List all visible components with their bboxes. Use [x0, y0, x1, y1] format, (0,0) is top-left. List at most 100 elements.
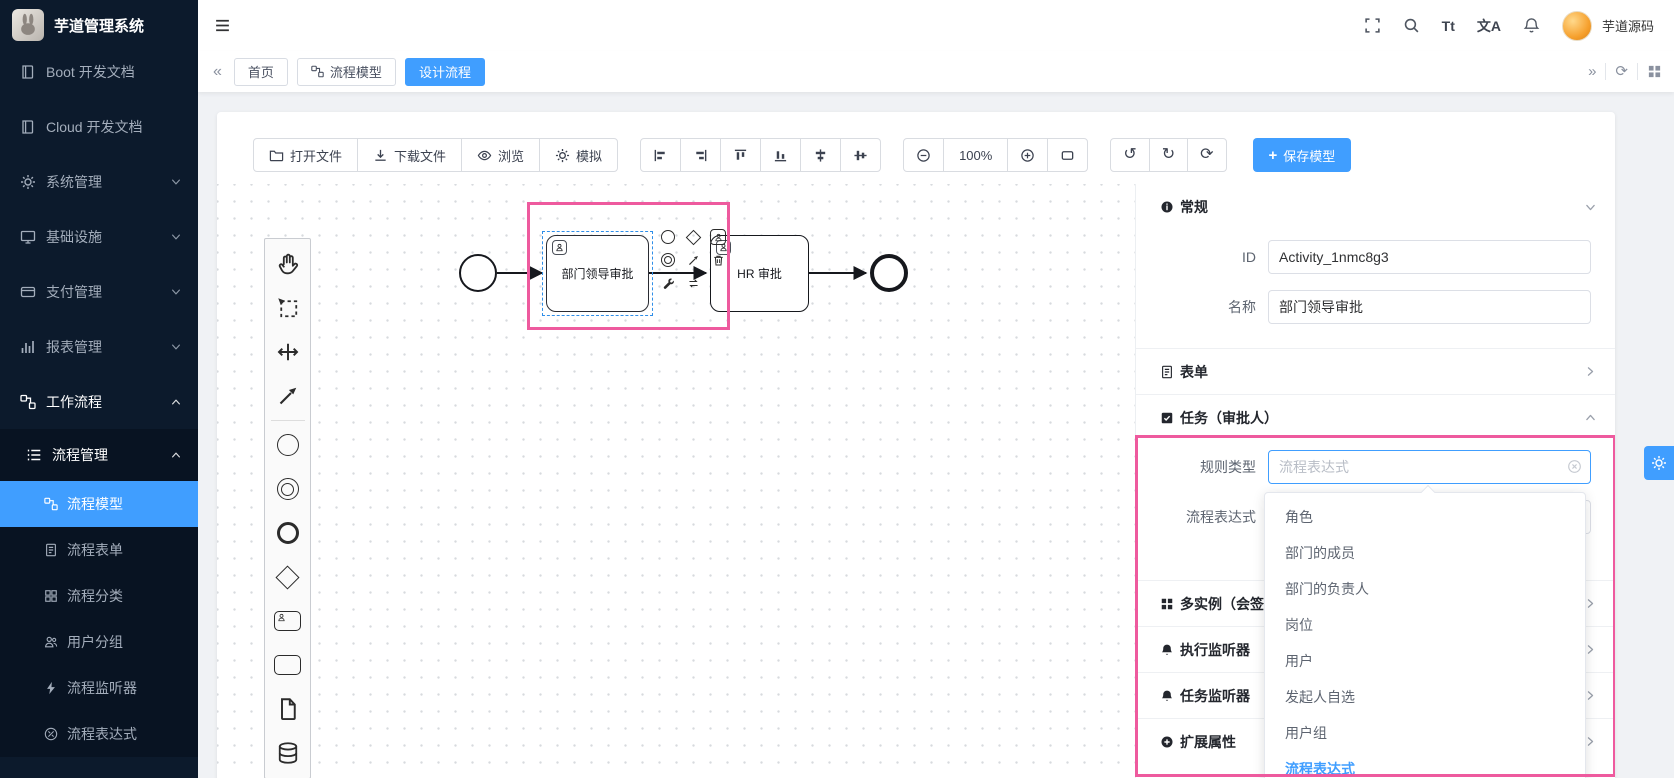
- sidebar-item-system[interactable]: 系统管理: [0, 154, 198, 209]
- wallet-icon: [20, 284, 36, 300]
- create-gateway[interactable]: [265, 555, 310, 599]
- space-tool[interactable]: [265, 330, 310, 374]
- app-logo[interactable]: 芋道管理系统: [0, 0, 198, 44]
- hand-tool[interactable]: [265, 242, 310, 286]
- zoom-out-button[interactable]: [903, 138, 945, 172]
- sidebar-item-process-listener[interactable]: 流程监听器: [0, 665, 198, 711]
- sidebar-item-process-form[interactable]: 流程表单: [0, 527, 198, 573]
- sequence-flows[interactable]: [217, 184, 1117, 404]
- append-task-button[interactable]: [708, 227, 728, 247]
- swap-icon: [687, 277, 700, 290]
- dropdown-option-user-group[interactable]: 用户组: [1285, 725, 1327, 741]
- create-end-event[interactable]: [265, 511, 310, 555]
- zoom-in-button[interactable]: [1007, 138, 1049, 172]
- align-bottom-button[interactable]: [760, 138, 802, 172]
- change-type-button[interactable]: [658, 273, 678, 293]
- append-end-event-button[interactable]: [658, 227, 678, 247]
- field-label: 名称: [1228, 299, 1256, 315]
- lasso-tool[interactable]: [265, 286, 310, 330]
- create-data-store[interactable]: [265, 731, 310, 775]
- dropdown-option-dept-leader[interactable]: 部门的负责人: [1285, 581, 1369, 597]
- settings-fab[interactable]: [1644, 446, 1674, 480]
- username[interactable]: 芋道源码: [1601, 19, 1654, 34]
- task-label: HR 审批: [737, 267, 782, 281]
- append-intermediate-event-button[interactable]: [658, 250, 678, 270]
- general-section-body: ID 名称: [1136, 230, 1615, 348]
- dropdown-option-initiator-select[interactable]: 发起人自选: [1285, 689, 1355, 705]
- fullscreen-icon[interactable]: [1364, 17, 1381, 34]
- bpmn-palette: [264, 238, 311, 778]
- refresh-icon[interactable]: ⟳: [1615, 63, 1628, 80]
- section-task-assignee[interactable]: 任务（审批人）: [1136, 394, 1615, 440]
- avatar[interactable]: [1561, 10, 1592, 41]
- tabs-collapse-left-icon[interactable]: «: [213, 62, 222, 80]
- sidebar-item-infra[interactable]: 基础设施: [0, 209, 198, 264]
- sidebar-item-workflow[interactable]: 工作流程: [0, 374, 198, 429]
- divider: [270, 420, 305, 421]
- sidebar-item-process-expression[interactable]: 流程表达式: [0, 711, 198, 757]
- tab-process-model[interactable]: 流程模型: [296, 57, 396, 86]
- download-file-button[interactable]: 下载文件: [357, 138, 463, 172]
- global-connect-tool[interactable]: [265, 374, 310, 418]
- clear-icon[interactable]: [1567, 459, 1582, 474]
- translate-icon[interactable]: 文A: [1476, 17, 1501, 34]
- task-node-hr[interactable]: HR 审批: [710, 235, 809, 312]
- end-event-node[interactable]: [870, 254, 908, 292]
- field-label: 流程表达式: [1186, 509, 1256, 525]
- dropdown-option-role[interactable]: 角色: [1285, 509, 1313, 525]
- delete-button[interactable]: [708, 250, 728, 270]
- sidebar-item-payment[interactable]: 支付管理: [0, 264, 198, 319]
- tab-home[interactable]: 首页: [233, 57, 288, 86]
- font-size-icon[interactable]: Tt: [1441, 17, 1455, 34]
- open-file-button[interactable]: 打开文件: [253, 138, 359, 172]
- sidebar-item-process-model[interactable]: 流程模型: [0, 481, 198, 527]
- start-event-node[interactable]: [459, 254, 497, 292]
- create-task[interactable]: [265, 643, 310, 687]
- section-form[interactable]: 表单: [1136, 348, 1615, 394]
- sidebar-item-process-mgmt[interactable]: 流程管理: [0, 429, 198, 481]
- align-right-button[interactable]: [680, 138, 722, 172]
- align-left-button[interactable]: [640, 138, 682, 172]
- undo-button[interactable]: ↺: [1110, 138, 1150, 172]
- bpmn-canvas[interactable]: 部门领导审批 HR 审批: [217, 184, 1615, 778]
- create-intermediate-event[interactable]: [265, 467, 310, 511]
- align-center-button[interactable]: [800, 138, 842, 172]
- sidebar-item-process-category[interactable]: 流程分类: [0, 573, 198, 619]
- sidebar-item-report[interactable]: 报表管理: [0, 319, 198, 374]
- sidebar-item-boot-docs[interactable]: Boot 开发文档: [0, 44, 198, 99]
- restart-button[interactable]: ⟳: [1187, 138, 1227, 172]
- connect-icon: [687, 254, 700, 267]
- dropdown-option-user[interactable]: 用户: [1285, 653, 1313, 669]
- dropdown-option-expression[interactable]: 流程表达式: [1285, 761, 1355, 777]
- dropdown-option-dept-member[interactable]: 部门的成员: [1285, 545, 1355, 561]
- tab-design-process[interactable]: 设计流程: [404, 57, 485, 86]
- simulate-button[interactable]: 模拟: [539, 138, 619, 172]
- sidebar-item-cloud-docs[interactable]: Cloud 开发文档: [0, 99, 198, 154]
- task-node-dept-leader[interactable]: 部门领导审批: [546, 235, 649, 312]
- preview-button[interactable]: 浏览: [461, 138, 541, 172]
- create-start-event[interactable]: [265, 423, 310, 467]
- save-model-button[interactable]: + 保存模型: [1252, 138, 1352, 172]
- layout-grid-icon[interactable]: [1647, 64, 1662, 79]
- hamburger-menu-icon[interactable]: [214, 17, 231, 34]
- swap-button[interactable]: [683, 273, 703, 293]
- create-user-task[interactable]: [265, 599, 310, 643]
- bell-icon[interactable]: [1523, 17, 1540, 34]
- rule-type-select[interactable]: [1268, 450, 1591, 484]
- hand-icon: [276, 252, 300, 276]
- id-field[interactable]: [1268, 240, 1591, 274]
- connect-tool-button[interactable]: [683, 250, 703, 270]
- search-icon[interactable]: [1403, 17, 1420, 34]
- tabs-expand-right-icon[interactable]: »: [1588, 63, 1597, 80]
- section-general[interactable]: 常规: [1136, 184, 1615, 230]
- zoom-reset-button[interactable]: [1047, 138, 1089, 172]
- create-data-object[interactable]: [265, 687, 310, 731]
- dropdown-option-post[interactable]: 岗位: [1285, 617, 1313, 633]
- redo-button[interactable]: ↻: [1148, 138, 1189, 172]
- section-title: 任务监听器: [1180, 687, 1250, 704]
- align-top-button[interactable]: [720, 138, 762, 172]
- align-middle-button[interactable]: [840, 138, 882, 172]
- append-gateway-button[interactable]: [683, 227, 703, 247]
- name-field[interactable]: [1268, 290, 1591, 324]
- sidebar-item-user-group[interactable]: 用户分组: [0, 619, 198, 665]
